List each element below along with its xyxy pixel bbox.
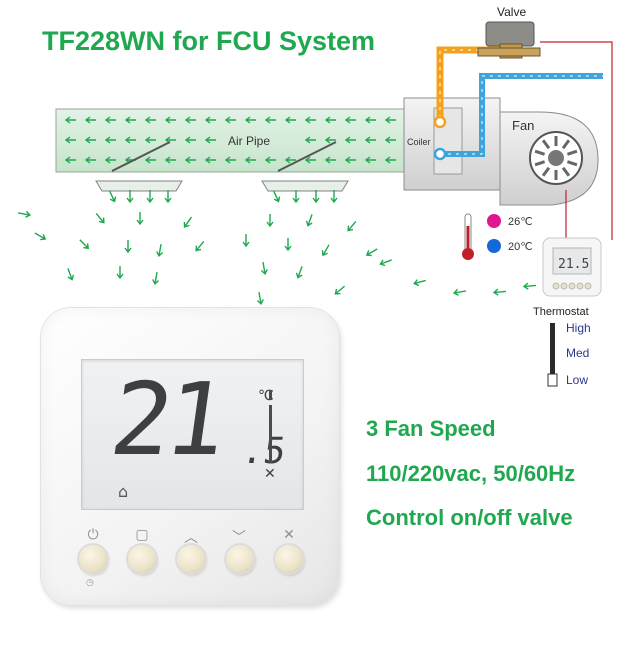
speed-med: Med — [566, 346, 589, 360]
spec-power: 110/220vac, 50/60Hz — [366, 461, 576, 486]
speed-switch-bar — [550, 323, 555, 381]
fan-icon: ✕ — [264, 466, 276, 482]
temperature-decimal: .5 — [239, 431, 289, 472]
valve-wire — [540, 41, 613, 240]
thermometer-icon — [462, 213, 474, 260]
temperature-readout: 21 — [103, 361, 229, 478]
valve-label: Valve — [497, 5, 526, 19]
cold-temp-dot — [487, 239, 501, 253]
air-flow-arrows — [64, 116, 396, 164]
air-pipe-label: Air Pipe — [228, 134, 270, 148]
speed-low: Low — [566, 373, 588, 387]
cold-temp-label: 20℃ — [508, 241, 533, 253]
up-button[interactable] — [177, 545, 205, 573]
supply-air-arrows — [17, 190, 537, 306]
valve — [477, 21, 541, 59]
fan-unit — [499, 111, 599, 206]
spec-control: Control on/off valve — [366, 505, 573, 530]
thermostat-mini-display: 21.5 — [558, 257, 589, 272]
thermostat-mini — [542, 237, 602, 297]
power-button[interactable] — [79, 545, 107, 573]
page-title: TF228WN for FCU System — [42, 26, 376, 56]
power-icon: ⏻ — [87, 527, 99, 543]
mode-button[interactable] — [128, 545, 156, 573]
thermostat-device: 21 .5 ℃ ✕ ⌂ ⏻ ▢ ︿ ﹀ ✕ ◷ — [41, 308, 339, 605]
coiler-label: Coiler — [407, 137, 431, 147]
mode-icon: ▢ — [135, 527, 149, 543]
fan-speed-icon: ✕ — [283, 527, 295, 543]
fan-level-bar — [269, 405, 272, 463]
fan-level-top — [269, 390, 272, 400]
timer-icon: ◷ — [86, 578, 94, 588]
down-button[interactable] — [226, 545, 254, 573]
chevron-down-icon: ﹀ — [232, 530, 246, 546]
hot-temp-dot — [487, 214, 501, 228]
fan-button[interactable] — [275, 545, 303, 573]
speed-high: High — [566, 321, 591, 335]
spec-fan-speed: 3 Fan Speed — [366, 416, 496, 441]
chevron-up-icon: ︿ — [184, 530, 198, 546]
fan-blades-icon — [534, 136, 578, 180]
diffuser-left — [95, 141, 183, 192]
thermostat-label: Thermostat — [533, 306, 589, 318]
hot-temp-label: 26℃ — [508, 216, 533, 228]
lcd-screen: 21 .5 ℃ ✕ ⌂ — [81, 359, 304, 510]
fan-label: Fan — [512, 118, 534, 133]
diffuser-right — [261, 141, 349, 192]
mode-indicator-icon: ⌂ — [118, 482, 129, 501]
